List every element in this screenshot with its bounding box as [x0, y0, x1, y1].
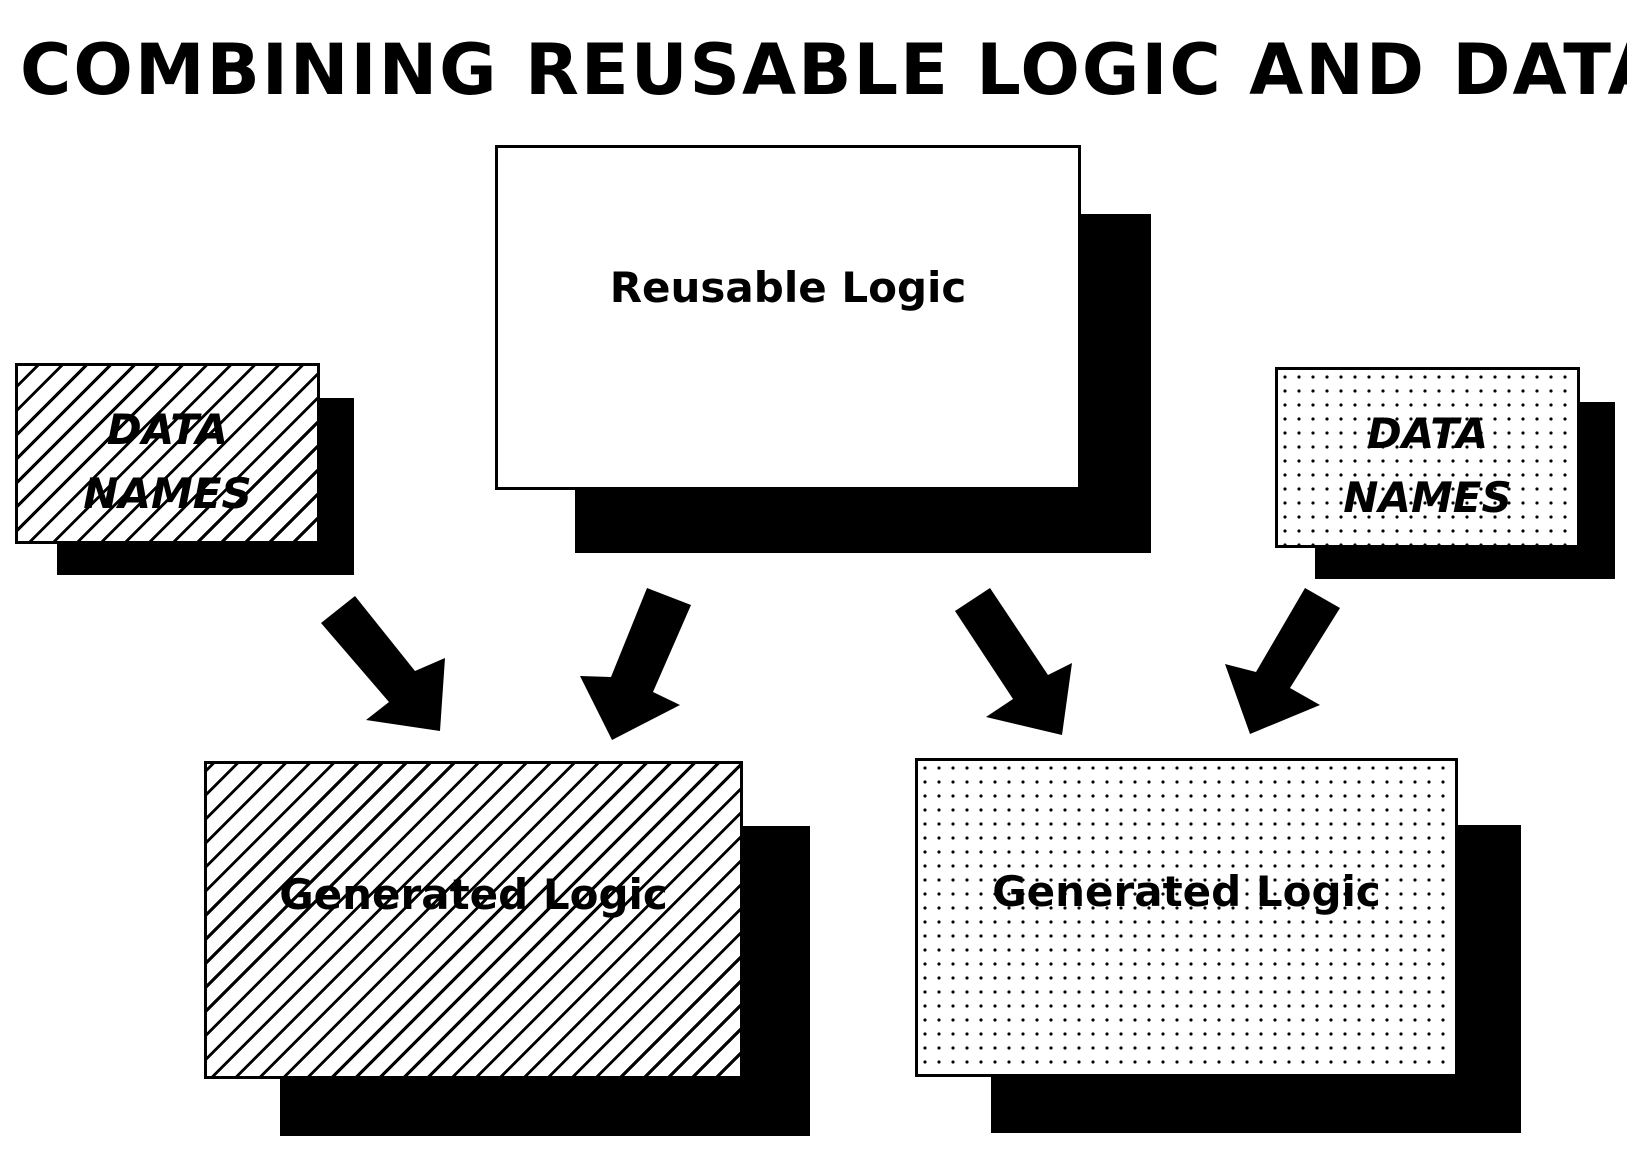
data-names-left-box: DATA NAMES: [15, 363, 320, 544]
data-names-right-line2: NAMES: [1343, 473, 1512, 522]
reusable-logic-label: Reusable Logic: [609, 263, 967, 312]
data-names-left-line1: DATA: [106, 405, 229, 454]
arrow-reusable-to-generated-right: [955, 588, 1072, 735]
arrow-reusable-to-generated-left: [580, 588, 691, 740]
data-names-right-line1: DATA: [1366, 409, 1489, 458]
generated-logic-left-box: Generated Logic: [204, 761, 743, 1079]
generated-logic-right-label: Generated Logic: [992, 867, 1381, 916]
data-names-right-box: DATA NAMES: [1275, 367, 1580, 548]
generated-logic-right-box: Generated Logic: [915, 758, 1458, 1077]
data-names-left-line2: NAMES: [83, 469, 252, 518]
arrow-data-left-to-generated-left: [321, 596, 445, 731]
arrow-data-right-to-generated-right: [1225, 588, 1340, 734]
diagram-title: COMBINING REUSABLE LOGIC AND DATA: [20, 29, 1627, 111]
reusable-logic-box: Reusable Logic: [495, 145, 1081, 490]
generated-logic-left-label: Generated Logic: [279, 870, 668, 919]
